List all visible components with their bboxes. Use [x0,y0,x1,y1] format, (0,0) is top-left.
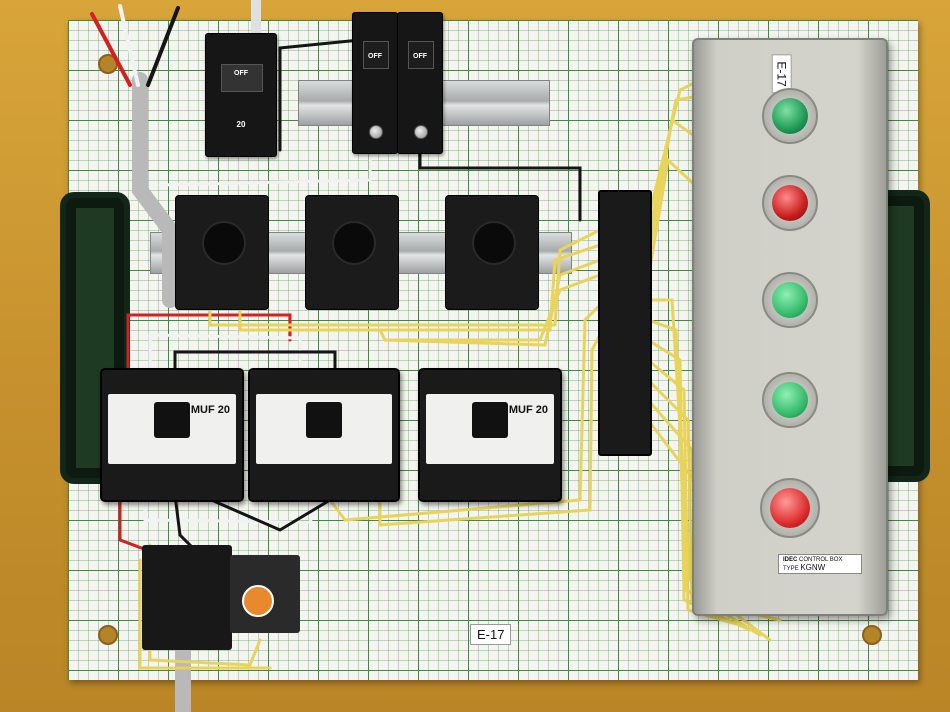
branch-breaker-2[interactable]: OFF [397,12,443,154]
nameplate-type-label: TYPE [783,566,799,572]
breaker-rating: 20 [236,120,246,129]
nameplate: IDEC CONTROL BOX TYPE KGNW [778,554,862,574]
pushbutton-control-box: E-17 IDEC CONTROL BOX TYPE KGNW [692,38,888,616]
main-circuit-breaker[interactable]: OFF 20 [205,33,277,157]
supply-cable [132,72,178,308]
magnetic-contactor-2 [248,368,400,502]
breaker-state: OFF [413,53,427,60]
terminal-screw [369,125,383,139]
relay-socket-2 [305,195,399,310]
contactor-model-label: MUF 20 [508,404,548,416]
breaker-state: OFF [234,70,248,77]
breaker-toggle[interactable] [221,64,263,92]
magnetic-contactor-3: MUF 20 [418,368,562,502]
brand-logo: IDEC [783,557,798,563]
red-pushbutton[interactable] [760,478,820,538]
thermal-overload-relay [142,545,307,650]
relay-socket-1 [175,195,269,310]
green-pushbutton-lower[interactable] [762,372,818,428]
branch-breaker-1[interactable]: OFF [352,12,398,154]
red-pilot-lamp [762,175,818,231]
green-pilot-lamp [762,88,818,144]
overload-dial-icon[interactable] [242,585,274,617]
green-pushbutton-upper[interactable] [762,272,818,328]
board-id-label: E-17 [470,624,512,645]
magnetic-contactor-1: MUF 20 [100,368,244,502]
breaker-state: OFF [368,53,382,60]
nameplate-model: KGNW [800,563,826,572]
mounting-hole [862,625,882,645]
nameplate-title: CONTROL BOX [799,557,843,563]
contactor-model-label: MUF 20 [190,404,230,416]
breaker-toggle[interactable] [407,41,435,69]
relay-socket-3 [445,195,539,310]
breaker-toggle[interactable] [362,41,390,69]
terminal-block [598,190,652,456]
mounting-hole [98,625,118,645]
terminal-screw [414,125,428,139]
